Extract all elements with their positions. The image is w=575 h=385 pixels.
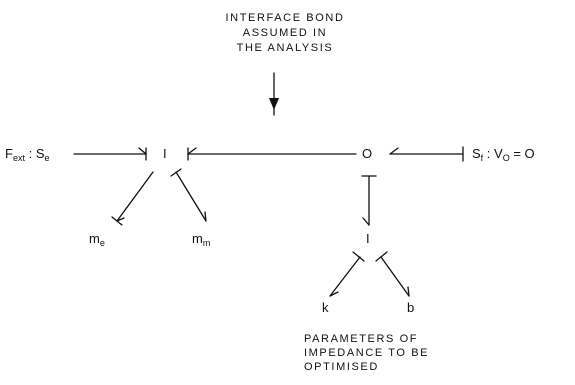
element-k: k — [322, 300, 329, 315]
annotation-line: THE ANALYSIS — [236, 42, 334, 54]
interface-bond-arrow — [269, 72, 279, 116]
effort-source-label: Fext : Se — [5, 147, 50, 163]
annotation-line: IMPEDANCE TO BE — [304, 347, 430, 359]
velocity-symbol: V — [494, 146, 503, 161]
bond-junction1-to-b — [375, 251, 410, 297]
element-subscript: e — [99, 238, 105, 248]
annotation-line: INTERFACE BOND — [225, 12, 345, 24]
parameters-annotation: PARAMETERS OF IMPEDANCE TO BE OPTIMISED — [304, 332, 429, 374]
force-subscript: ext — [12, 153, 25, 163]
bond-se-to-junction1 — [73, 147, 147, 161]
element-me: me — [89, 232, 105, 248]
bond-junction0-to-junction1 — [187, 147, 357, 161]
force-symbol: F — [5, 146, 13, 161]
junction-1-lower: I — [366, 231, 370, 246]
bond-junction1-to-k — [329, 251, 365, 297]
interface-bond-annotation: INTERFACE BOND ASSUMED IN THE ANALYSIS — [200, 11, 370, 56]
annotation-line: ASSUMED IN — [242, 27, 328, 39]
equals-zero: = O — [509, 146, 535, 161]
source-symbol: S — [35, 146, 45, 161]
element-b: b — [407, 300, 415, 315]
separator: : — [24, 146, 36, 161]
bond-junction1-to-me — [111, 171, 154, 226]
junction-1-left: I — [163, 146, 167, 161]
velocity-subscript: O — [502, 153, 510, 163]
annotation-line: OPTIMISED — [304, 361, 379, 373]
separator: : — [483, 146, 495, 161]
junction-0: O — [362, 146, 373, 161]
source-subscript: f — [480, 153, 484, 163]
element-mm: mm — [192, 232, 210, 248]
flow-source-label: Sf : VO = O — [472, 147, 535, 163]
source-symbol: S — [472, 146, 481, 161]
bond-junction0-to-junction1-lower — [361, 175, 377, 226]
element-subscript: m — [202, 238, 211, 248]
annotation-line: PARAMETERS OF — [304, 333, 419, 345]
bond-sf-to-junction0 — [389, 146, 464, 162]
element-symbol: m — [192, 231, 203, 246]
element-symbol: m — [89, 231, 100, 246]
source-subscript: e — [44, 153, 50, 163]
bond-junction1-to-mm — [170, 168, 207, 222]
